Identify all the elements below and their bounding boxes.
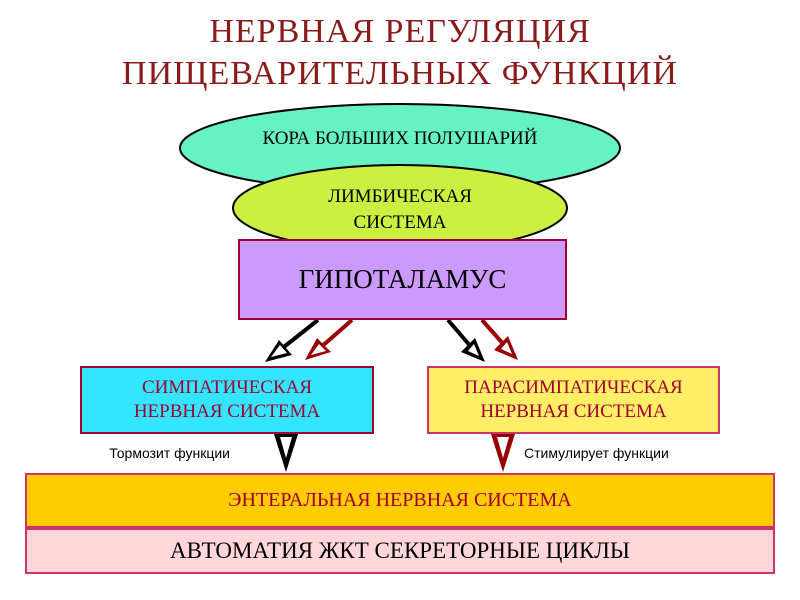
sympathetic-box: СИМПАТИЧЕСКАЯ НЕРВНАЯ СИСТЕМА <box>80 366 374 434</box>
sympathetic-label-line-1: СИМПАТИЧЕСКАЯ <box>141 377 313 398</box>
arrow-right-red <box>480 318 518 360</box>
parasympathetic-label-line-1: ПАРАСИМПАТИЧЕСКАЯ <box>464 377 683 398</box>
arrow-parasympathetic-down <box>491 434 515 472</box>
stimulates-label: Стимулирует функции <box>524 445 669 461</box>
automation-box: АВТОМАТИЯ ЖКТ СЕКРЕТОРНЫЕ ЦИКЛЫ <box>25 528 775 574</box>
sympathetic-label-line-2: НЕРВНАЯ СИСТЕМА <box>133 401 321 422</box>
automation-label: АВТОМАТИЯ ЖКТ СЕКРЕТОРНЫЕ ЦИКЛЫ <box>170 538 630 563</box>
title-line-2: ПИЩЕВАРИТЕЛЬНЫХ ФУНКЦИЙ <box>122 55 678 92</box>
limbic-label-line-2: СИСТЕМА <box>353 212 447 233</box>
enteric-label: ЭНТЕРАЛЬНАЯ НЕРВНАЯ СИСТЕМА <box>228 489 572 511</box>
hypothalamus-box: ГИПОТАЛАМУС <box>238 239 567 320</box>
cortex-label: КОРА БОЛЬШИХ ПОЛУШАРИЙ <box>262 128 538 149</box>
limbic-label-line-1: ЛИМБИЧЕСКАЯ <box>328 186 472 207</box>
hypothalamus-label: ГИПОТАЛАМУС <box>298 264 507 294</box>
arrow-left-red <box>305 318 354 360</box>
inhibits-label: Тормозит функции <box>109 445 230 461</box>
parasympathetic-label-line-2: НЕРВНАЯ СИСТЕМА <box>480 401 667 422</box>
parasympathetic-box: ПАРАСИМПАТИЧЕСКАЯ НЕРВНАЯ СИСТЕМА <box>427 366 720 434</box>
title-line-1: НЕРВНАЯ РЕГУЛЯЦИЯ <box>209 13 591 50</box>
enteric-box: ЭНТЕРАЛЬНАЯ НЕРВНАЯ СИСТЕМА <box>25 473 775 528</box>
arrow-left-black <box>265 318 320 362</box>
arrow-right-black <box>446 318 485 362</box>
arrow-sympathetic-down <box>274 434 298 472</box>
